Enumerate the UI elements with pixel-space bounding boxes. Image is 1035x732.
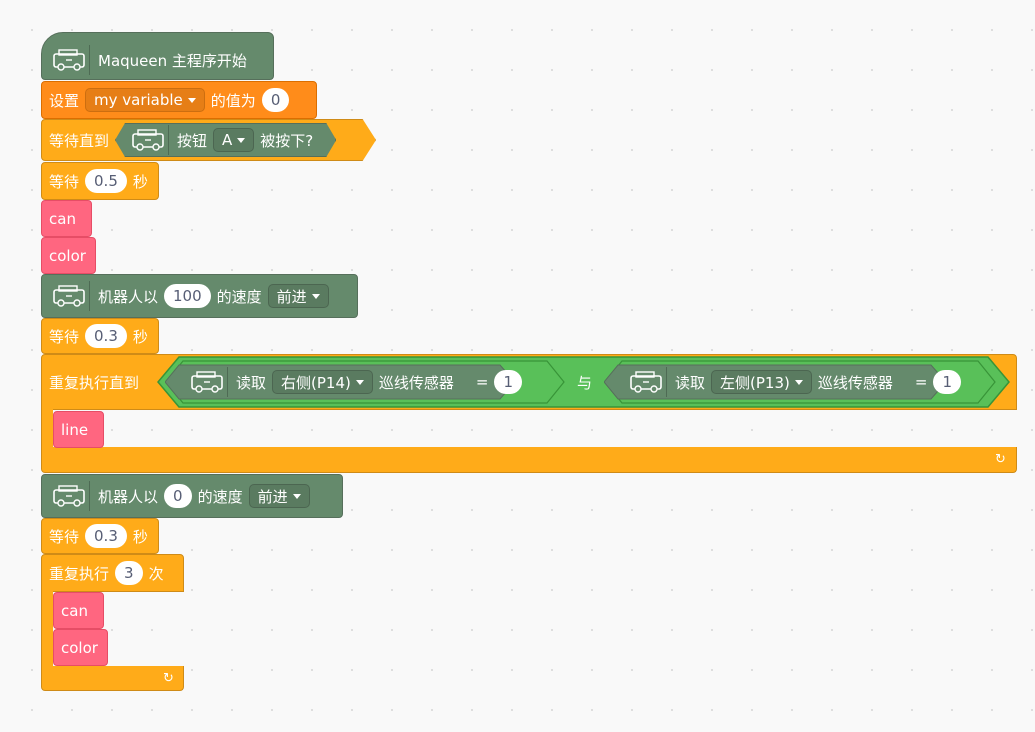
pressed-label: 被按下? — [260, 131, 314, 150]
caret-down-icon — [237, 138, 245, 143]
speed-input[interactable]: 0 — [164, 484, 192, 508]
maqueen-robot-icon — [49, 45, 90, 75]
wait-label: 等待 — [49, 172, 80, 191]
direction-value: 前进 — [257, 487, 288, 506]
seconds-unit: 秒 — [132, 327, 148, 346]
function-call-can[interactable]: can — [41, 200, 92, 237]
speed-label: 的速度 — [216, 287, 262, 306]
speed-input[interactable]: 100 — [164, 284, 211, 308]
start-hat-block[interactable]: Maqueen 主程序开始 — [41, 32, 274, 80]
variable-dropdown[interactable]: my variable — [85, 88, 205, 112]
caret-down-icon — [311, 293, 320, 299]
robot-prefix-label: 机器人以 — [98, 487, 159, 506]
function-call-color[interactable]: color — [41, 237, 96, 274]
button-dropdown[interactable]: A — [213, 128, 254, 152]
repeat-times-arm — [41, 591, 53, 667]
times-unit: 次 — [148, 564, 164, 583]
wait-seconds-block[interactable]: 等待 0.3 秒 — [41, 318, 159, 354]
wait-seconds-input[interactable]: 0.3 — [85, 524, 127, 548]
repeat-times-block[interactable]: 重复执行 3 次 — [41, 554, 184, 592]
seconds-unit: 秒 — [132, 172, 148, 191]
function-call-color[interactable]: color — [53, 629, 108, 666]
caret-down-icon — [292, 493, 301, 499]
button-value: A — [222, 131, 233, 149]
caret-down-icon — [355, 379, 364, 385]
wait-seconds-block[interactable]: 等待 0.3 秒 — [41, 518, 159, 554]
direction-dropdown[interactable]: 前进 — [267, 284, 329, 308]
direction-dropdown[interactable]: 前进 — [248, 484, 310, 508]
wait-until-block[interactable]: 等待直到 按钮 A 被按下? — [41, 119, 376, 161]
read-label: 读取 — [675, 373, 706, 392]
variable-value-input[interactable]: 0 — [261, 88, 290, 112]
wait-label: 等待 — [49, 527, 80, 546]
sensor-dropdown-right[interactable]: 右侧(P14) — [272, 370, 373, 394]
function-name: line — [61, 420, 89, 439]
function-name: can — [61, 601, 88, 620]
repeat-until-label: 重复执行直到 — [49, 373, 140, 392]
function-call-can[interactable]: can — [53, 592, 104, 629]
repeat-count-input[interactable]: 3 — [115, 561, 143, 585]
line-sensor-label: 巡线传感器 — [378, 373, 454, 392]
left-compare-value[interactable]: 1 — [494, 370, 522, 394]
read-label: 读取 — [236, 373, 267, 392]
left-equals-operator[interactable]: 读取 右侧(P14) 巡线传感器 = 1 — [165, 360, 565, 404]
and-label: 与 — [577, 373, 593, 392]
function-call-line[interactable]: line — [53, 411, 104, 448]
set-variable-block[interactable]: 设置 my variable 的值为 0 — [41, 81, 317, 119]
robot-move-block[interactable]: 机器人以 100 的速度 前进 — [41, 274, 358, 318]
seconds-unit: 秒 — [132, 527, 148, 546]
repeat-until-bottom — [41, 447, 1017, 473]
speed-label: 的速度 — [197, 487, 243, 506]
function-name: color — [49, 246, 86, 265]
wait-until-label: 等待直到 — [49, 131, 110, 150]
loop-arrow-icon: ↻ — [163, 671, 174, 686]
wait-label: 等待 — [49, 327, 80, 346]
robot-prefix-label: 机器人以 — [98, 287, 159, 306]
sensor-value: 左侧(P13) — [720, 373, 790, 392]
wait-seconds-block[interactable]: 等待 0.5 秒 — [41, 162, 159, 200]
repeat-until-arm — [41, 409, 53, 449]
line-sensor-label: 巡线传感器 — [817, 373, 893, 392]
wait-seconds-input[interactable]: 0.3 — [85, 324, 127, 348]
repeat-label: 重复执行 — [49, 564, 110, 583]
sensor-value: 右侧(P14) — [281, 373, 351, 392]
caret-down-icon — [794, 379, 803, 385]
repeat-times-bottom — [41, 666, 184, 691]
start-label: Maqueen 主程序开始 — [98, 51, 247, 70]
left-equals-shape — [165, 360, 565, 404]
maqueen-robot-icon — [49, 281, 90, 311]
maqueen-robot-icon — [49, 481, 90, 511]
equals-sign: = — [914, 373, 928, 391]
equals-sign: = — [475, 373, 489, 391]
maqueen-robot-icon — [626, 367, 668, 397]
right-compare-value[interactable]: 1 — [933, 370, 962, 394]
and-operator[interactable]: 读取 右侧(P14) 巡线传感器 = 1 与 读取 — [157, 356, 1010, 408]
function-name: can — [49, 209, 76, 228]
caret-down-icon — [187, 97, 196, 103]
direction-value: 前进 — [276, 287, 307, 306]
maqueen-robot-icon — [128, 125, 169, 155]
function-name: color — [61, 638, 98, 657]
robot-move-block[interactable]: 机器人以 0 的速度 前进 — [41, 474, 343, 518]
value-label: 的值为 — [210, 91, 256, 110]
set-label: 设置 — [49, 91, 80, 110]
loop-arrow-icon: ↻ — [995, 452, 1006, 467]
button-label: 按钮 — [177, 131, 208, 150]
wait-seconds-input[interactable]: 0.5 — [85, 169, 127, 193]
button-pressed-predicate[interactable]: 按钮 A 被按下? — [115, 123, 336, 157]
maqueen-robot-icon — [187, 367, 228, 397]
right-equals-operator[interactable]: 读取 左侧(P13) 巡线传感器 = 1 — [604, 360, 996, 404]
sensor-dropdown-left[interactable]: 左侧(P13) — [711, 370, 812, 394]
variable-name: my variable — [94, 91, 183, 109]
